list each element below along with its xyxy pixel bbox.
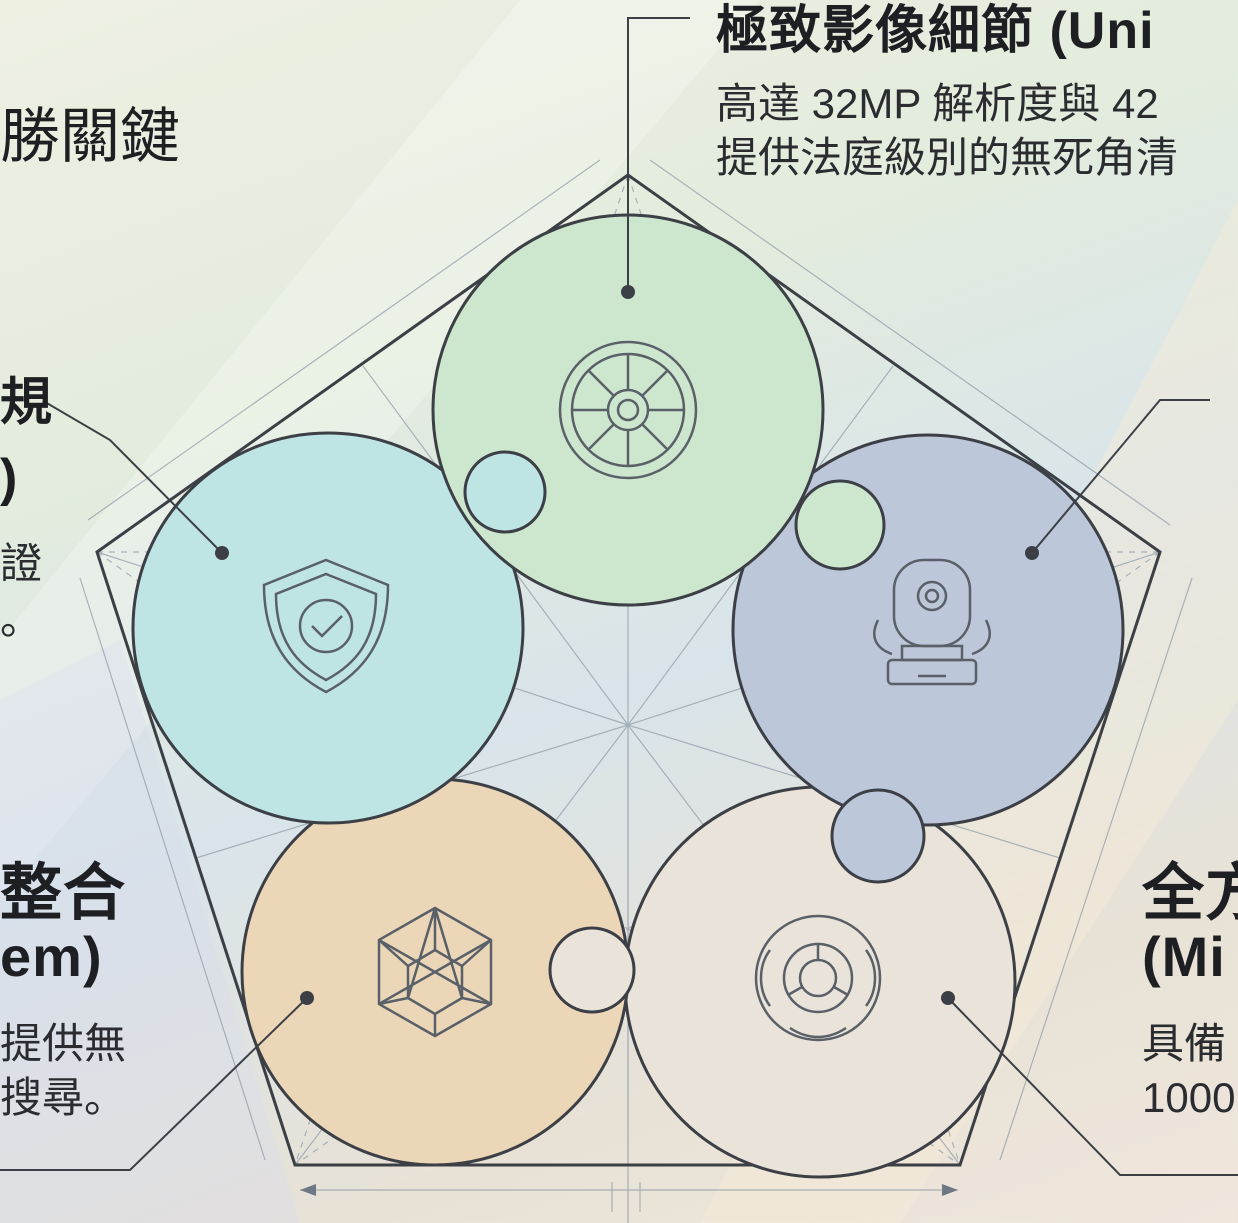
dimension-arrows: [300, 1184, 958, 1196]
left-lower-callout-desc-line1: 提供無: [0, 1020, 127, 1067]
right-lower-callout-title-line2: (Mi: [1142, 925, 1226, 988]
puzzle-knob: [463, 450, 547, 534]
left-upper-callout-title-line1: 規: [0, 374, 54, 432]
puzzle-piece-bottom-right: [623, 785, 1017, 1179]
callout-dots: [215, 285, 1039, 1005]
top-callout-desc-line2: 提供法庭級別的無死角清: [716, 134, 1179, 181]
right-lower-callout-desc-line1: 具備: [1142, 1020, 1227, 1067]
shield-check-icon: [262, 558, 390, 694]
left-lower-callout-title-line1: 整合: [0, 859, 127, 928]
left-upper-callout-desc-line2: 。: [0, 596, 43, 643]
left-heading-fragment: 勝關鍵: [0, 103, 180, 170]
right-lower-callout-desc-line2: 1000: [1142, 1074, 1236, 1121]
ptz-camera-icon: [873, 558, 991, 686]
top-callout-title: 極致影像細節 (Uni: [716, 2, 1155, 60]
left-lower-callout-title-line2: em): [0, 925, 103, 988]
camera-lens-icon: [558, 340, 698, 480]
left-upper-callout-desc-line1: 證: [0, 540, 43, 587]
left-lower-callout-desc-line2: 搜尋。: [0, 1074, 127, 1121]
right-lower-callout-title-line1: 全方: [1142, 859, 1238, 928]
pentagon-outline: [95, 173, 1162, 1167]
cube-network-icon: [377, 906, 493, 1038]
left-upper-callout-title-line2: ): [0, 449, 19, 507]
callout-leaders: [0, 17, 1238, 1176]
puzzle-piece-left: [131, 431, 525, 825]
dome-camera-icon: [754, 914, 882, 1042]
puzzle-knob: [548, 926, 636, 1014]
top-callout-desc-line1: 高達 32MP 解析度與 42: [716, 80, 1159, 127]
